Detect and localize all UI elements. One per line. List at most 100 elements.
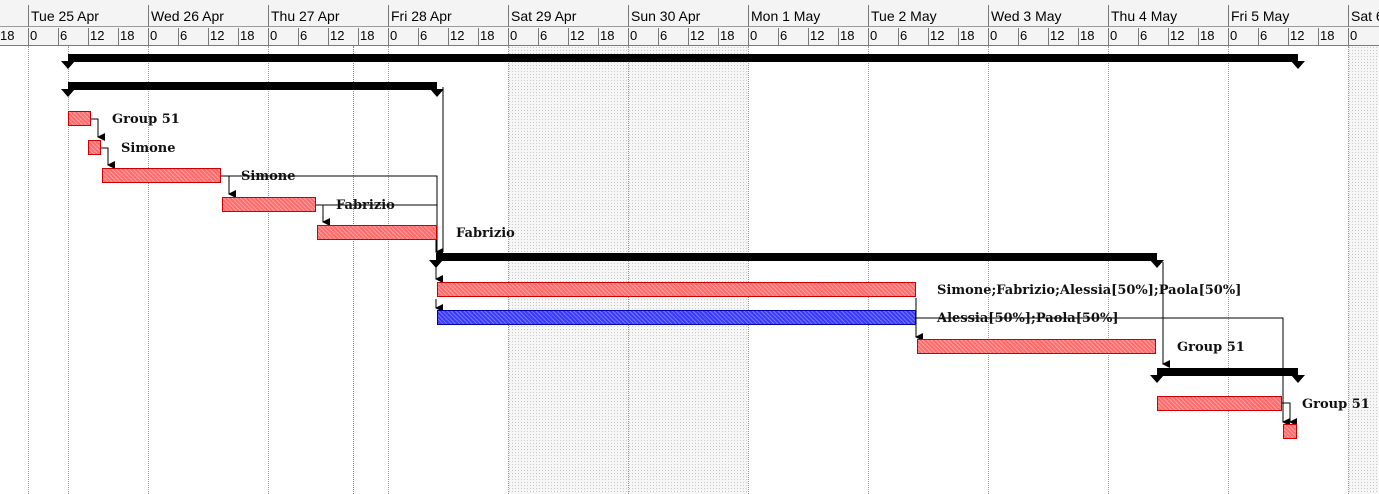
hour-divider [778,28,779,45]
task-bar[interactable] [1283,424,1297,439]
day-divider [748,5,749,27]
hour-divider [958,28,959,45]
hour-label: 12 [1050,28,1065,43]
day-divider [1108,5,1109,27]
hour-label: 18 [240,28,255,43]
hour-divider [1348,28,1349,45]
hour-label: 6 [60,28,68,43]
resource-label: Group 51 [1302,397,1370,412]
hour-label: 12 [570,28,585,43]
day-gridline [148,46,149,494]
dependency-arrow[interactable] [221,175,236,198]
day-gridline [868,46,869,494]
hour-label: 12 [330,28,345,43]
hour-label: 0 [1350,28,1358,43]
hour-divider [58,28,59,45]
summary-bar-phase-1[interactable] [61,82,444,97]
day-divider [1348,5,1349,27]
hour-label: 12 [90,28,105,43]
day-divider [268,5,269,27]
hour-label: 6 [300,28,308,43]
hour-divider [88,28,89,45]
hour-label: 0 [870,28,878,43]
hour-label: 12 [210,28,225,43]
hour-label: 0 [510,28,518,43]
task-bar[interactable] [68,111,91,126]
hour-divider [478,28,479,45]
hour-label: 0 [30,28,38,43]
hour-divider [628,28,629,45]
day-gridline [748,46,749,494]
hour-label: 0 [990,28,998,43]
hour-label: 0 [630,28,638,43]
hour-label: 18 [960,28,975,43]
task-bar[interactable] [222,197,316,212]
summary-bar-phase-2[interactable] [429,253,1164,268]
hour-label: 12 [690,28,705,43]
dependency-arrow[interactable] [91,118,105,141]
resource-label: Group 51 [1177,340,1245,355]
hour-label: 0 [150,28,158,43]
hour-divider [1078,28,1079,45]
hour-divider [568,28,569,45]
hour-divider [178,28,179,45]
day-gridline [1348,46,1349,494]
hour-label: 18 [360,28,375,43]
hour-divider [1168,28,1169,45]
day-divider [388,5,389,27]
day-label: Mon 1 May [751,8,821,24]
task-bar[interactable] [1157,396,1282,411]
day-gridline [388,46,389,494]
hour-divider [448,28,449,45]
day-label: Tue 2 May [871,8,937,24]
day-gridline [628,46,629,494]
hour-label: 0 [1110,28,1118,43]
hour-label: 12 [1290,28,1305,43]
hour-label: 18 [480,28,495,43]
resource-label: Simone [121,141,176,156]
hour-label: 6 [660,28,668,43]
hour-divider [118,28,119,45]
hour-divider [388,28,389,45]
day-divider [1228,5,1229,27]
hour-divider [808,28,809,45]
hour-label: 0 [390,28,398,43]
hour-label: 6 [420,28,428,43]
task-bar-selected[interactable] [437,310,916,325]
project-start-line [68,46,69,494]
hour-label: 12 [810,28,825,43]
dependency-arrow[interactable] [1282,402,1297,426]
dependency-arrow[interactable] [316,204,330,226]
hour-label: 12 [450,28,465,43]
day-gridline [1108,46,1109,494]
hour-label: 18 [120,28,135,43]
day-label: Sun 30 Apr [631,8,701,24]
hour-divider [328,28,329,45]
day-label: Wed 3 May [991,8,1062,24]
hour-divider [718,28,719,45]
task-bar[interactable] [437,282,916,297]
dependency-arrow[interactable] [916,317,1290,426]
hour-label: 6 [780,28,788,43]
hour-label: 0 [750,28,758,43]
hour-divider [1108,28,1109,45]
task-bar[interactable] [102,168,221,183]
task-bar[interactable] [917,339,1156,354]
day-divider [148,5,149,27]
dependency-arrow[interactable] [221,175,438,252]
summary-bar-phase-3[interactable] [1150,368,1305,383]
task-bar[interactable] [317,225,437,240]
hour-label: 18 [600,28,615,43]
day-gridline [988,46,989,494]
resource-label: Group 51 [112,112,180,127]
hour-label: 12 [1170,28,1185,43]
day-divider [28,5,29,27]
task-bar[interactable] [88,140,101,155]
project-summary-bar[interactable] [61,54,1305,69]
timescale-hours-row [0,27,1379,46]
hour-divider [1048,28,1049,45]
dependency-arrow[interactable] [101,147,115,169]
hour-divider [1018,28,1019,45]
hour-label: 6 [1140,28,1148,43]
day-label: Sat 29 Apr [511,8,577,24]
